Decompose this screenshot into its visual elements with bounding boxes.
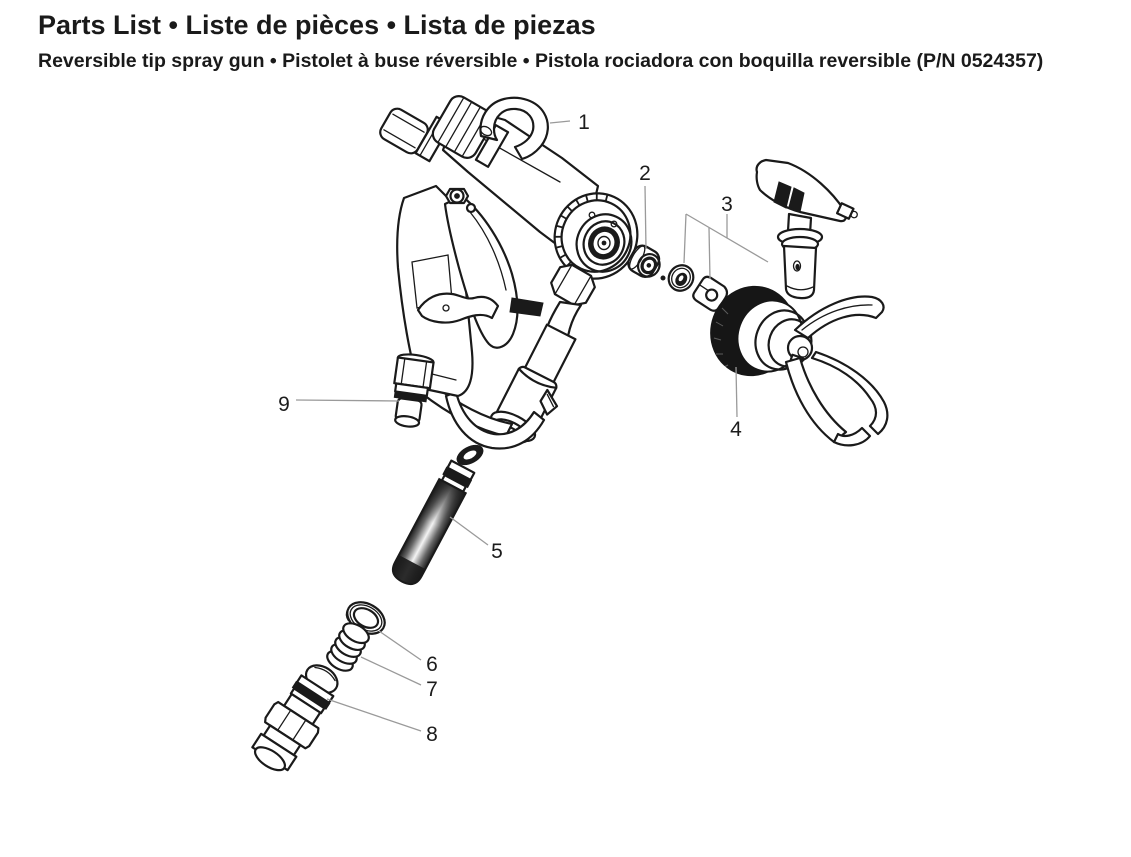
leader-line-4 xyxy=(735,366,738,418)
callout-number-8: 8 xyxy=(426,723,438,746)
spray-tip xyxy=(755,158,858,300)
fluid-nut xyxy=(550,263,596,307)
leader-line-9 xyxy=(295,399,400,402)
callout-7: 7 xyxy=(360,656,438,701)
callout-number-3: 3 xyxy=(721,193,733,216)
filter-o-ring xyxy=(456,444,484,466)
callout-6: 6 xyxy=(378,630,438,676)
page-title: Parts List • Liste de pièces • Lista de … xyxy=(38,10,596,40)
inlet-valve xyxy=(393,353,435,428)
swivel-connector xyxy=(251,664,339,772)
spray-gun-body-diagram xyxy=(379,95,639,450)
callout-number-5: 5 xyxy=(491,540,503,563)
page-subtitle: Reversible tip spray gun • Pistolet à bu… xyxy=(38,50,1044,73)
tip-washer xyxy=(667,264,695,292)
leader-line-8 xyxy=(326,698,422,732)
callout-1: 1 xyxy=(549,111,590,134)
trigger-pivot xyxy=(444,187,477,214)
trigger-guard xyxy=(444,390,546,450)
callout-3: 3 xyxy=(683,193,769,280)
callout-number-9: 9 xyxy=(278,393,290,416)
callout-number-6: 6 xyxy=(426,653,438,676)
filter-assembly xyxy=(391,444,484,586)
filter-tube xyxy=(391,459,476,586)
callout-5: 5 xyxy=(449,516,503,563)
callouts: 1 2 3 4 5 6 xyxy=(278,111,769,746)
leader-line-1 xyxy=(549,120,571,124)
gun-head xyxy=(553,192,639,280)
cap-nut xyxy=(627,244,661,278)
callout-9: 9 xyxy=(278,393,400,416)
callout-number-2: 2 xyxy=(639,162,651,185)
leader-line-7 xyxy=(360,656,422,686)
gun-back-knob xyxy=(379,95,510,168)
tip-guard xyxy=(710,285,889,447)
trigger-safety-lever xyxy=(416,292,500,324)
leader-line-5 xyxy=(449,516,489,546)
callout-4: 4 xyxy=(730,366,742,441)
callout-number-4: 4 xyxy=(730,418,742,441)
header: Parts List • Liste de pièces • Lista de … xyxy=(38,10,1118,72)
trigger xyxy=(443,194,544,349)
callout-8: 8 xyxy=(326,698,438,746)
spring xyxy=(326,622,370,672)
callout-number-1: 1 xyxy=(578,111,590,134)
hanger-hook xyxy=(479,96,549,161)
callout-2: 2 xyxy=(639,162,651,250)
leader-line-2 xyxy=(644,185,647,250)
leader-line-6 xyxy=(378,630,422,661)
callout-number-7: 7 xyxy=(426,678,438,701)
tip-seal-parts xyxy=(627,244,729,312)
